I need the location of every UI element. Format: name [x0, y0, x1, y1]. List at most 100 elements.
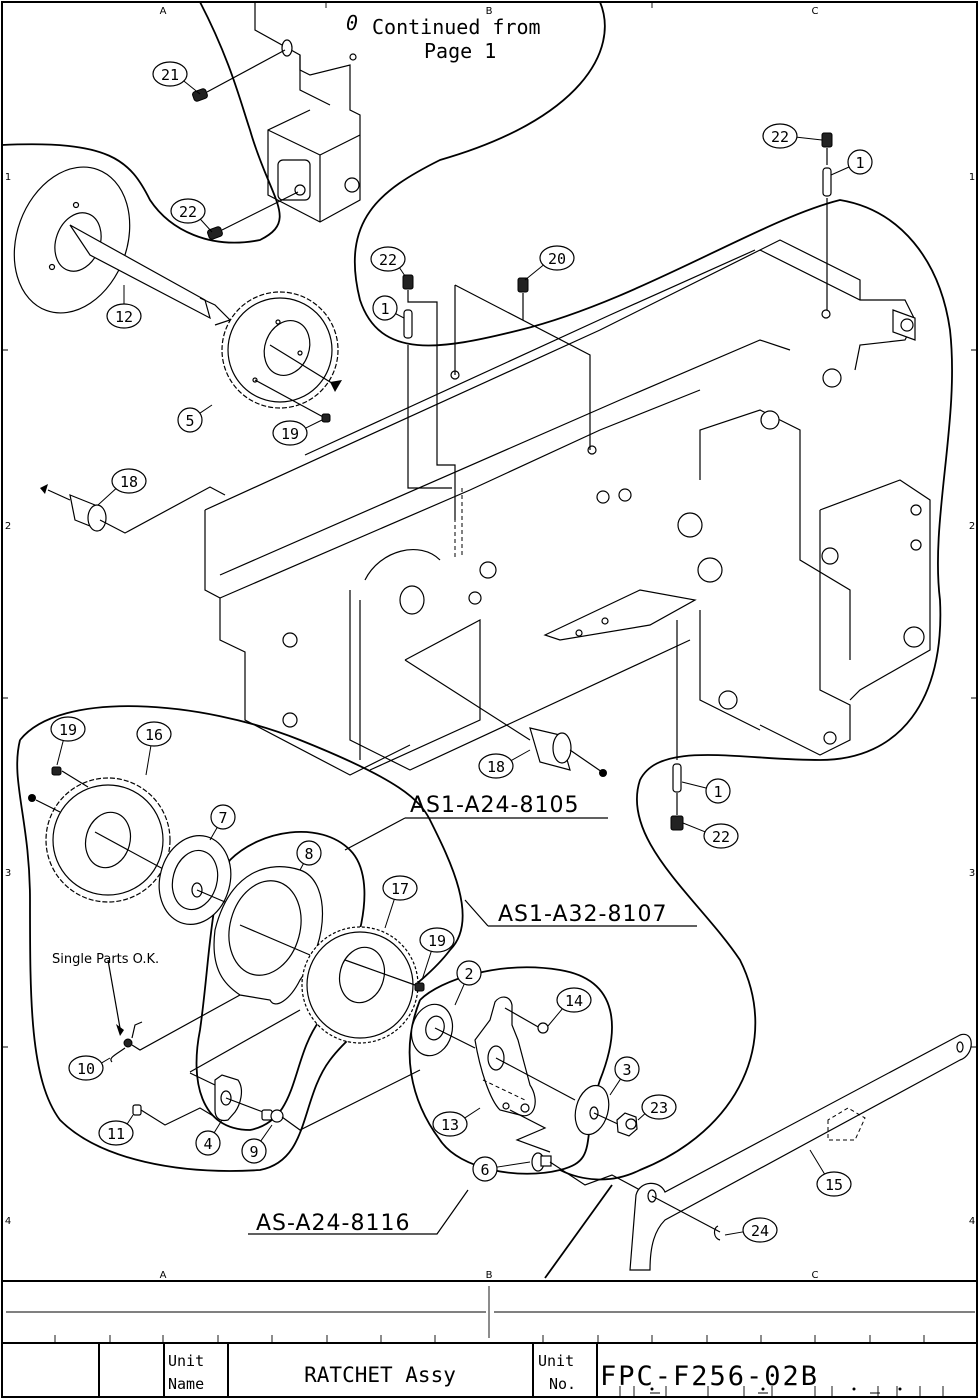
part-bracket-4	[189, 1072, 264, 1122]
part-shaft-12	[13, 166, 232, 326]
balloon-outline	[241, 1138, 267, 1164]
balloon-leader	[394, 312, 405, 319]
balloon-part-23: 23	[637, 1094, 677, 1121]
assembly-label-2: AS1-A32-8107	[498, 902, 667, 927]
grid-row-1-left: 1	[5, 172, 11, 183]
balloon-part-22: 22	[762, 123, 823, 149]
balloon-number: 19	[428, 932, 446, 950]
grid-row-3-left: 3	[5, 868, 11, 879]
balloon-number: 9	[249, 1143, 258, 1161]
balloon-leader	[682, 822, 707, 833]
unit-name-label-1: Unit	[168, 1352, 204, 1370]
balloon-outline	[705, 778, 731, 804]
balloon-leader	[303, 419, 323, 430]
balloon-outline	[816, 1171, 852, 1197]
group-boundaries	[1, 1, 953, 1279]
balloon-outline	[106, 303, 142, 329]
balloon-outline	[382, 875, 418, 901]
balloon-number: 22	[771, 128, 789, 146]
balloon-leader	[524, 263, 545, 281]
balloon-outline	[68, 1055, 104, 1081]
assembly-label-1: AS1-A24-8105	[410, 793, 579, 818]
bracket-block	[254, 2, 361, 223]
balloon-part-2: 2	[454, 960, 482, 1006]
balloon-number: 20	[548, 250, 566, 268]
balloon-outline	[177, 407, 203, 433]
balloon-part-24: 24	[724, 1217, 778, 1243]
grid-labels: A B C A B C 1 2 3 4 1 2 3 4	[2, 2, 977, 1281]
part-spring-10	[107, 959, 301, 1073]
balloon-outline	[472, 1156, 498, 1182]
balloon-number: 17	[391, 880, 409, 898]
balloon-outline	[210, 804, 236, 830]
balloon-leader	[463, 1107, 481, 1120]
balloon-part-21: 21	[152, 61, 201, 95]
balloon-leader	[209, 826, 219, 841]
grid-row-4-left: 4	[5, 1216, 11, 1227]
balloon-part-5: 5	[177, 404, 213, 433]
balloon-part-1: 1	[681, 778, 731, 804]
balloon-outline	[539, 245, 575, 271]
balloon-number: 2	[464, 965, 473, 983]
balloon-outline	[50, 716, 86, 742]
balloon-outline	[847, 149, 873, 175]
balloon-leader	[182, 79, 201, 95]
balloon-number: 19	[59, 721, 77, 739]
unit-no-value: FPC-F256-02B	[600, 1361, 819, 1392]
balloon-part-6: 6	[472, 1156, 531, 1182]
balloon-leader	[830, 166, 851, 176]
unit-name-label-2: Name	[168, 1375, 204, 1393]
balloon-number: 8	[304, 845, 313, 863]
unit-no-label-2: No.	[549, 1375, 576, 1393]
balloon-number: 22	[379, 251, 397, 269]
balloon-part-18: 18	[478, 749, 531, 779]
balloon-outline	[152, 61, 188, 87]
balloon-number: 11	[107, 1125, 125, 1143]
continued-line2: Page 1	[424, 39, 496, 63]
balloon-number: 15	[825, 1176, 843, 1194]
balloon-outline	[372, 295, 398, 321]
balloon-part-19: 19	[419, 927, 455, 981]
balloon-number: 7	[218, 809, 227, 827]
grid-col-a-top: A	[160, 6, 167, 17]
assembly-callouts: AS1-A24-8105 AS1-A32-8107 AS-A24-8116 Si…	[52, 793, 697, 1236]
balloon-leader	[259, 1124, 273, 1143]
balloon-number: 24	[751, 1222, 769, 1240]
balloon-part-13: 13	[432, 1107, 481, 1137]
grid-row-3-right: 3	[969, 868, 975, 879]
part-sprocket-16	[28, 766, 171, 903]
balloon-outline	[742, 1217, 778, 1243]
balloon-number: 19	[281, 425, 299, 443]
balloon-part-9: 9	[241, 1124, 273, 1164]
part-setscrews-left	[192, 49, 299, 240]
part-flange-7	[158, 834, 233, 926]
part-bushing-18-lower	[404, 659, 607, 777]
balloon-part-18: 18	[97, 468, 147, 506]
grid-col-c-bottom: C	[812, 1270, 819, 1281]
balloon-number: 18	[120, 473, 138, 491]
balloon-leader	[547, 1007, 564, 1027]
balloon-part-22: 22	[682, 822, 739, 849]
grid-row-2-left: 2	[5, 521, 11, 532]
balloon-outline	[432, 1111, 468, 1137]
continued-note: 0 Continued from Page 1	[346, 11, 541, 63]
balloon-part-12: 12	[106, 285, 142, 329]
continued-line1: Continued from	[372, 15, 541, 39]
balloon-number: 1	[380, 300, 389, 318]
balloon-part-7: 7	[209, 804, 236, 841]
balloon-leader	[795, 136, 823, 141]
single-parts-note: Single Parts O.K.	[52, 952, 159, 967]
balloon-leader	[495, 1161, 531, 1168]
grid-row-2-right: 2	[969, 521, 975, 532]
part-screw-9	[261, 1069, 421, 1131]
balloon-outline	[419, 927, 455, 953]
part-washer-2	[410, 1003, 476, 1057]
balloon-part-11: 11	[98, 1114, 134, 1146]
balloon-outline	[136, 721, 172, 747]
balloon-outline	[170, 198, 206, 224]
balloon-leader	[198, 404, 213, 415]
balloon-part-22: 22	[370, 246, 406, 277]
part-lever-15	[629, 1033, 972, 1271]
